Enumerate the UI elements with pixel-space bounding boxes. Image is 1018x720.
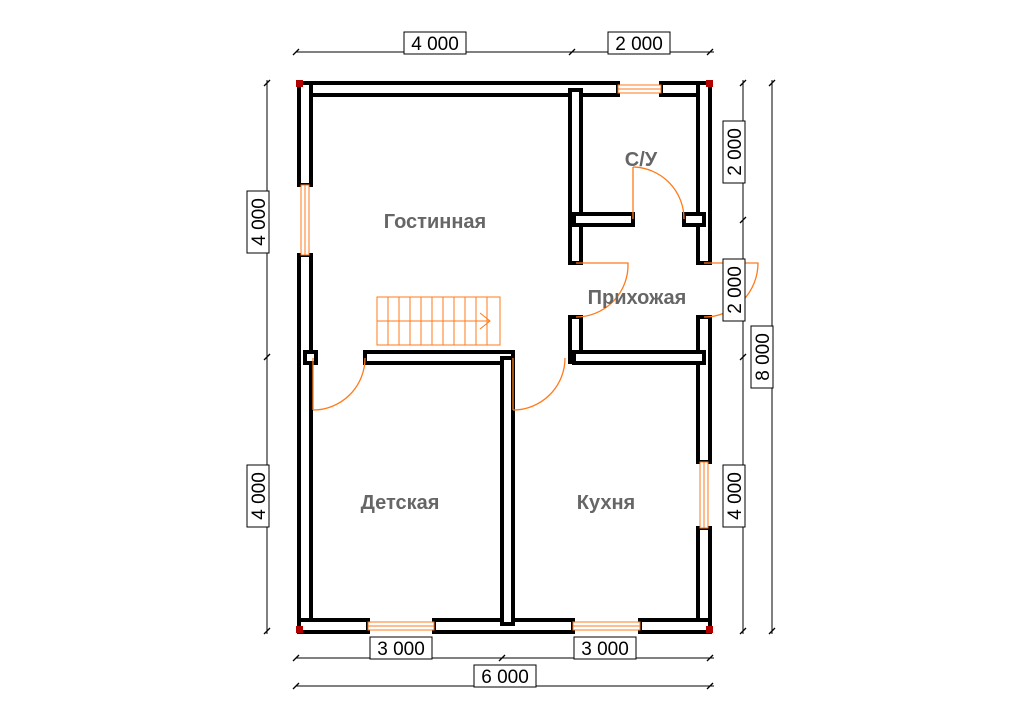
wall-stub-left (303, 350, 318, 365)
dim-bottom-right: 3 000 (573, 636, 637, 660)
staircase (376, 296, 501, 346)
dim-left-lower: 4 000 (246, 464, 270, 528)
dim-right-su: 2 000 (722, 120, 746, 184)
wall-kitchen-top (572, 350, 706, 365)
wall-bottom-left (297, 618, 370, 634)
dim-top-right: 2 000 (607, 31, 671, 55)
room-label-bathroom: С/У (625, 149, 658, 171)
dimension-labels: 4 000 2 000 3 000 3 000 6 000 4 000 4 00… (246, 31, 774, 688)
wall-left-lower (297, 253, 313, 632)
svg-text:4 000: 4 000 (249, 472, 270, 520)
room-label-hallway: Прихожая (588, 287, 687, 309)
wall-kids-kitchen (500, 356, 515, 626)
svg-text:8 000: 8 000 (753, 333, 774, 381)
window-bottom-kitchen (572, 621, 641, 631)
corner-marker-br (706, 626, 713, 633)
dim-top-left: 4 000 (403, 31, 467, 55)
door-kitchen (512, 357, 566, 411)
dim-right-hall: 2 000 (722, 258, 746, 322)
wall-bath-bottom-left (572, 212, 635, 227)
dim-right-kitchen: 4 000 (722, 464, 746, 528)
windows (300, 84, 709, 631)
svg-text:2 000: 2 000 (725, 266, 746, 314)
wall-bottom-right (638, 618, 712, 634)
wall-bath-bottom-right (682, 212, 706, 227)
wall-right-middle (696, 315, 712, 464)
door-living-hall (575, 262, 629, 318)
svg-text:3 000: 3 000 (377, 639, 425, 660)
room-label-kids: Детская (361, 492, 440, 514)
svg-text:2 000: 2 000 (615, 34, 663, 55)
wall-living-bottom (363, 350, 515, 365)
svg-text:4 000: 4 000 (411, 34, 459, 55)
corner-marker-tl (296, 80, 303, 87)
dim-bottom-total: 6 000 (473, 664, 537, 688)
door-kids (312, 357, 366, 411)
room-label-living: Гостинная (384, 211, 486, 233)
corner-marker-bl (296, 626, 303, 633)
svg-text:4 000: 4 000 (249, 198, 270, 246)
interior-walls (303, 88, 706, 626)
svg-text:3 000: 3 000 (581, 639, 629, 660)
wall-right-lower (696, 526, 712, 632)
wall-partition-upper (568, 88, 583, 265)
room-label-kitchen: Кухня (577, 492, 635, 514)
svg-text:4 000: 4 000 (725, 472, 746, 520)
corner-marker-tr (706, 80, 713, 87)
window-bottom-kids (367, 621, 435, 631)
window-top (617, 84, 662, 94)
door-bathroom (632, 166, 685, 220)
svg-text:6 000: 6 000 (481, 667, 529, 688)
dim-left-upper: 4 000 (246, 190, 270, 254)
corner-markers (296, 80, 713, 633)
dim-bottom-left: 3 000 (369, 636, 433, 660)
wall-left-upper (297, 81, 313, 187)
svg-text:2 000: 2 000 (725, 128, 746, 176)
window-right-kitchen (699, 461, 709, 529)
wall-right-upper (696, 81, 712, 265)
dim-right-total: 8 000 (750, 325, 774, 389)
doors (312, 166, 759, 411)
room-labels: Гостинная С/У Прихожая Детская Кухня (361, 149, 687, 514)
window-left (300, 184, 310, 256)
